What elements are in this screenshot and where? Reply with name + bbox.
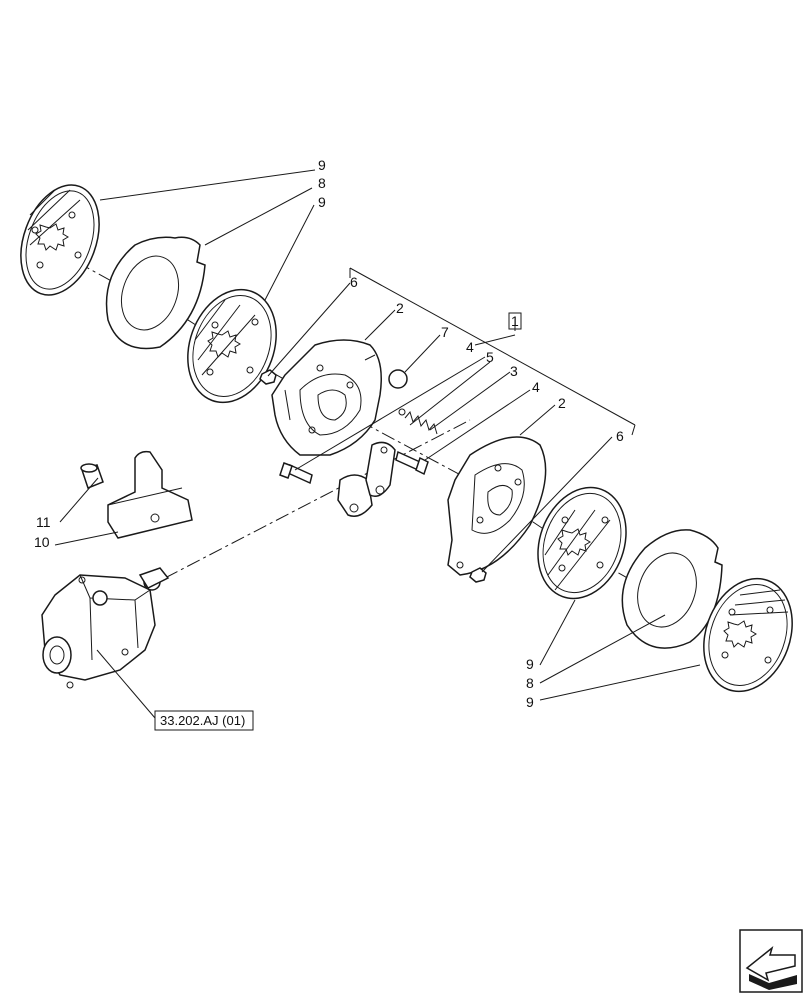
assembly-bracket [349,267,636,436]
callout-9-top: 9 [318,157,326,173]
callout-6-right: 6 [616,428,624,444]
cross-reference-label[interactable]: 33.202.AJ (01) [160,713,245,728]
callout-8-top: 8 [318,175,326,191]
caliper-housing-left [271,339,382,456]
callout-3: 3 [510,363,518,379]
callout-6-left: 6 [350,274,358,290]
callout-1: 1 [511,313,519,329]
callout-10: 10 [34,534,50,550]
callout-8-right: 8 [526,675,534,691]
separator-plate-top-left [105,236,206,350]
mounting-bracket [107,450,193,539]
callout-5: 5 [486,349,494,365]
actuator-lever [337,441,396,517]
bushing [80,463,104,489]
callout-11: 11 [36,514,51,530]
bolt-lower-left [279,462,313,485]
caliper-housing-right [447,436,547,576]
separator-plate-right [621,529,723,649]
callout-7: 7 [441,324,449,340]
leader-lines [54,169,701,719]
callout-4-lower: 4 [532,379,540,395]
ball [388,369,408,389]
hydraulic-pump [41,567,170,689]
callout-9-second: 9 [318,194,326,210]
friction-disc-top-left [20,184,100,296]
friction-disc-second [187,288,277,404]
pump-axis-line [164,419,471,579]
friction-disc-bottom-right [703,577,793,693]
friction-disc-third [537,486,627,600]
callout-2-left: 2 [396,300,404,316]
assembly-item-1-box: 1 [508,312,522,330]
next-page-arrow-icon[interactable] [739,929,803,993]
callout-4-upper: 4 [466,339,474,355]
callout-2-right: 2 [558,395,566,411]
spring [398,408,438,435]
bolt-center [395,450,429,476]
nut-left [259,369,277,385]
cross-reference-box[interactable]: 33.202.AJ (01) [154,710,254,731]
callout-9-bottom: 9 [526,694,534,710]
callout-9-third: 9 [526,656,534,672]
callout-labels: 9 8 9 6 2 7 4 5 3 4 2 6 11 10 9 8 9 [34,157,624,710]
